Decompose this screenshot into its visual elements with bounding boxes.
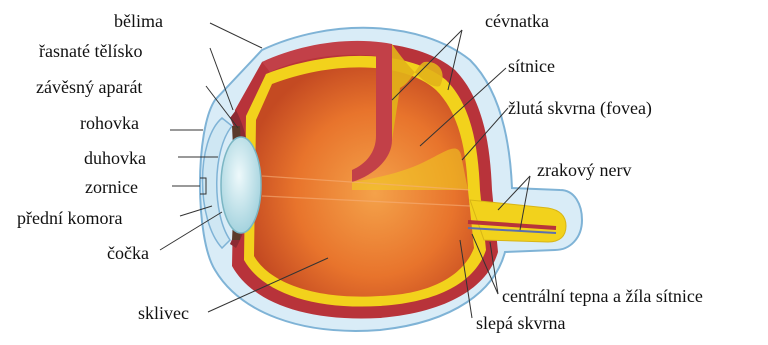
label-centralni-tepna: centrální tepna a žíla sítnice	[502, 286, 703, 306]
label-zluta-skvrna: žlutá skvrna (fovea)	[508, 98, 652, 118]
label-predni-komora: přední komora	[17, 208, 122, 228]
label-sklivec: sklivec	[138, 303, 189, 323]
label-zavesny-aparat: závěsný aparát	[36, 77, 142, 97]
label-sitnice: sítnice	[508, 56, 555, 76]
label-zornice: zornice	[85, 177, 138, 197]
label-rasnate-telisko: řasnaté tělísko	[39, 41, 142, 61]
label-belima: bělima	[114, 11, 163, 31]
label-zrakovy-nerv: zrakový nerv	[537, 160, 631, 180]
label-cocka: čočka	[107, 243, 149, 263]
label-slepa-skvrna: slepá skvrna	[476, 313, 565, 333]
label-rohovka: rohovka	[80, 113, 139, 133]
label-cevnatka: cévnatka	[485, 11, 549, 31]
label-duhovka: duhovka	[84, 148, 146, 168]
lens	[221, 137, 261, 233]
